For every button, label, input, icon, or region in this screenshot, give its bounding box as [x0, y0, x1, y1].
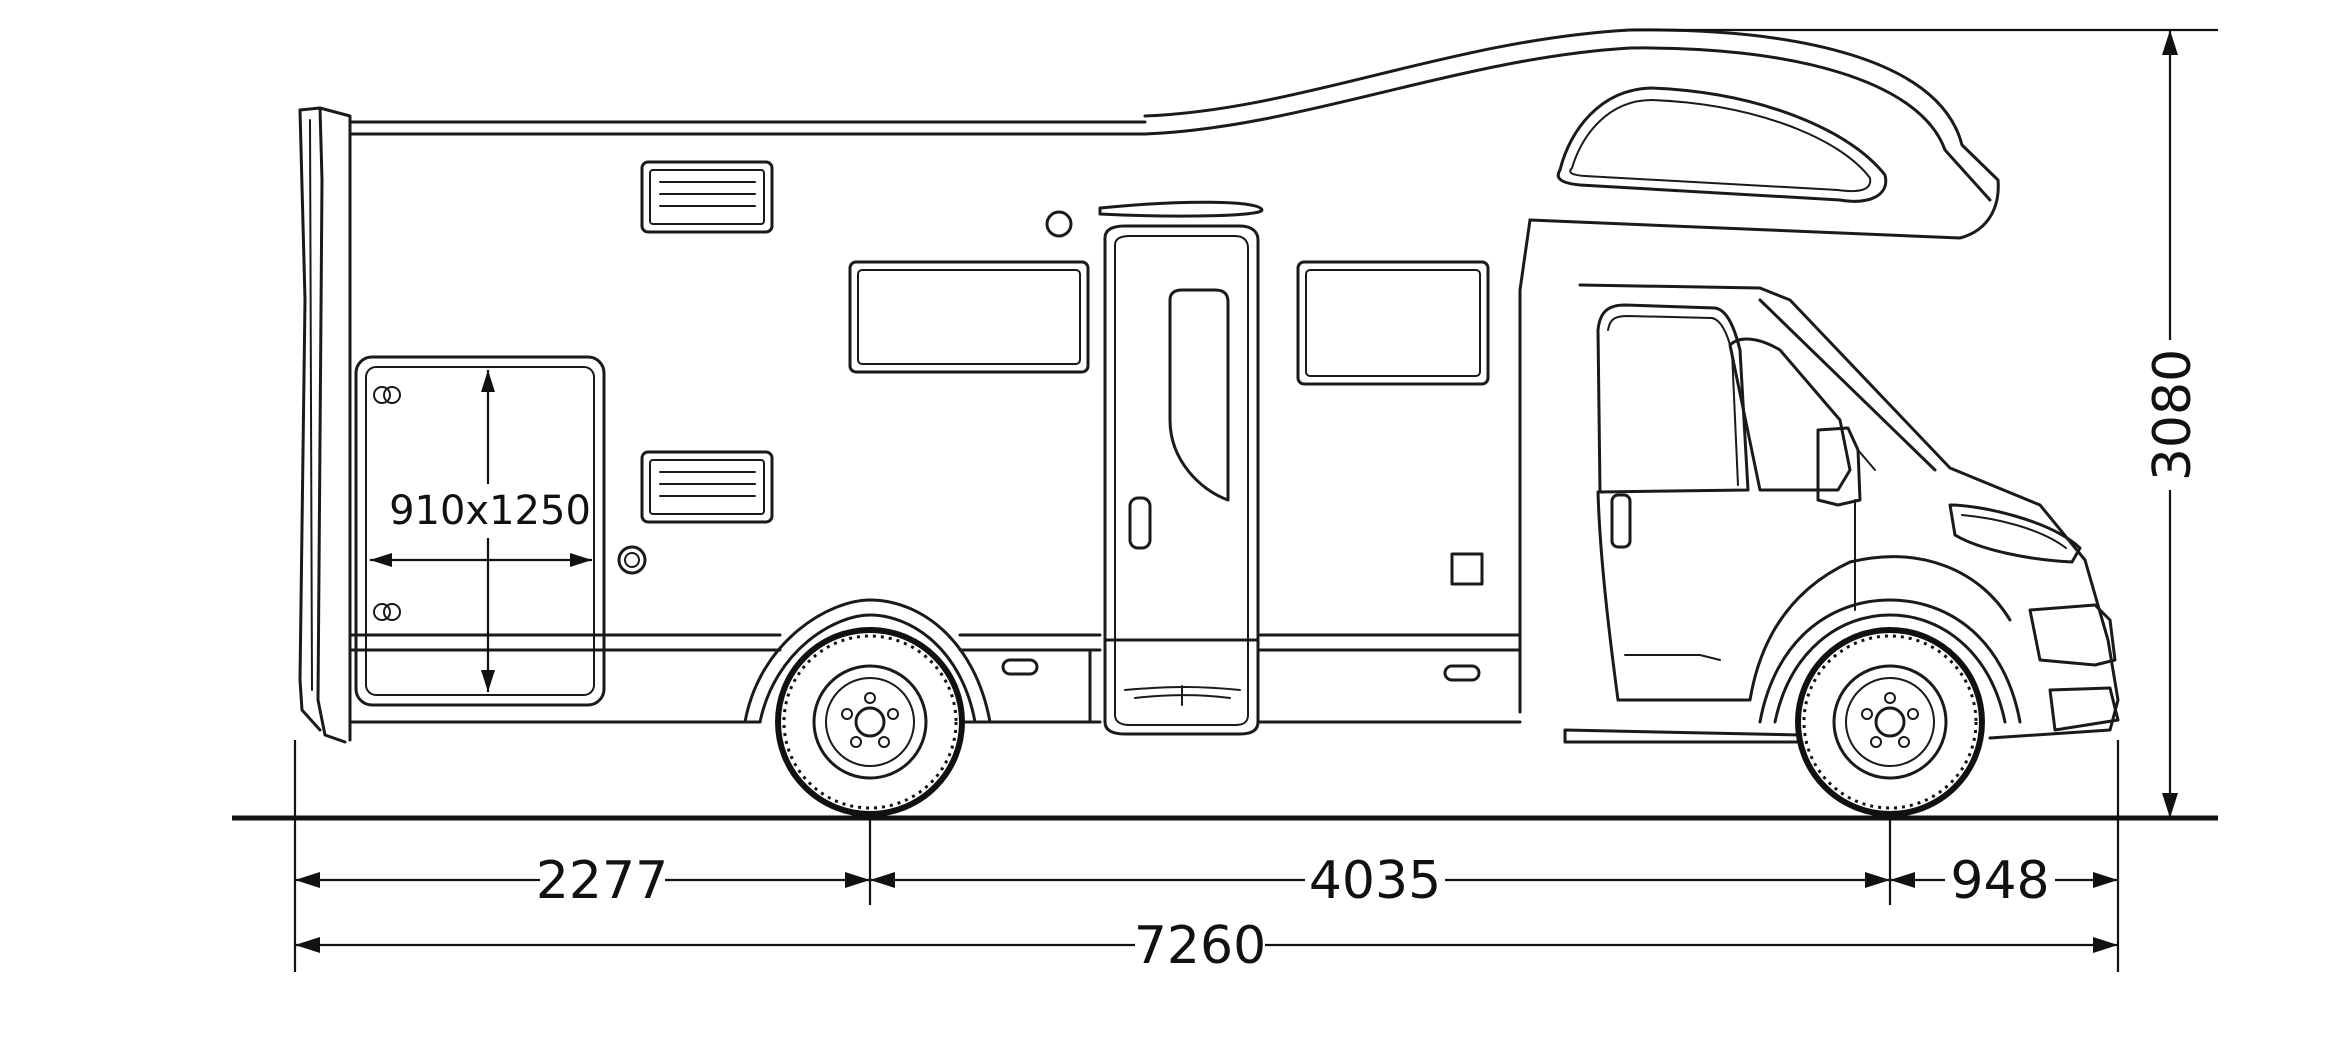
window-left	[848, 260, 1090, 374]
service-hatch	[1450, 552, 1484, 586]
entrance-door	[1098, 200, 1264, 736]
dimension-overall-length: 7260	[1134, 916, 1266, 976]
front-wheel-bolts	[1861, 692, 1919, 748]
dimension-lines	[293, 28, 2218, 972]
wheel-arches	[743, 598, 2022, 724]
garage-door-size-label: 910x1250	[389, 488, 591, 534]
round-vent	[1045, 210, 1073, 238]
front-wheel	[1795, 627, 1985, 817]
rear-wheel-bolts	[841, 692, 899, 748]
garage-door-locks	[373, 386, 401, 621]
body-shell	[298, 28, 2000, 744]
marker-light-2	[1443, 664, 1481, 682]
dimension-front-overhang: 948	[1950, 851, 2049, 911]
fuel-cap	[617, 545, 647, 575]
vent-upper	[640, 160, 774, 234]
dimension-overall-height: 3080	[2143, 349, 2203, 481]
garage-door: 910x1250	[354, 355, 606, 707]
marker-light-1	[1001, 658, 1039, 676]
rear-wheel	[775, 627, 965, 817]
dimension-rear-overhang: 2277	[536, 851, 668, 911]
vent-lower	[640, 450, 774, 524]
window-right	[1296, 260, 1490, 386]
dimension-wheelbase: 4035	[1309, 851, 1441, 911]
